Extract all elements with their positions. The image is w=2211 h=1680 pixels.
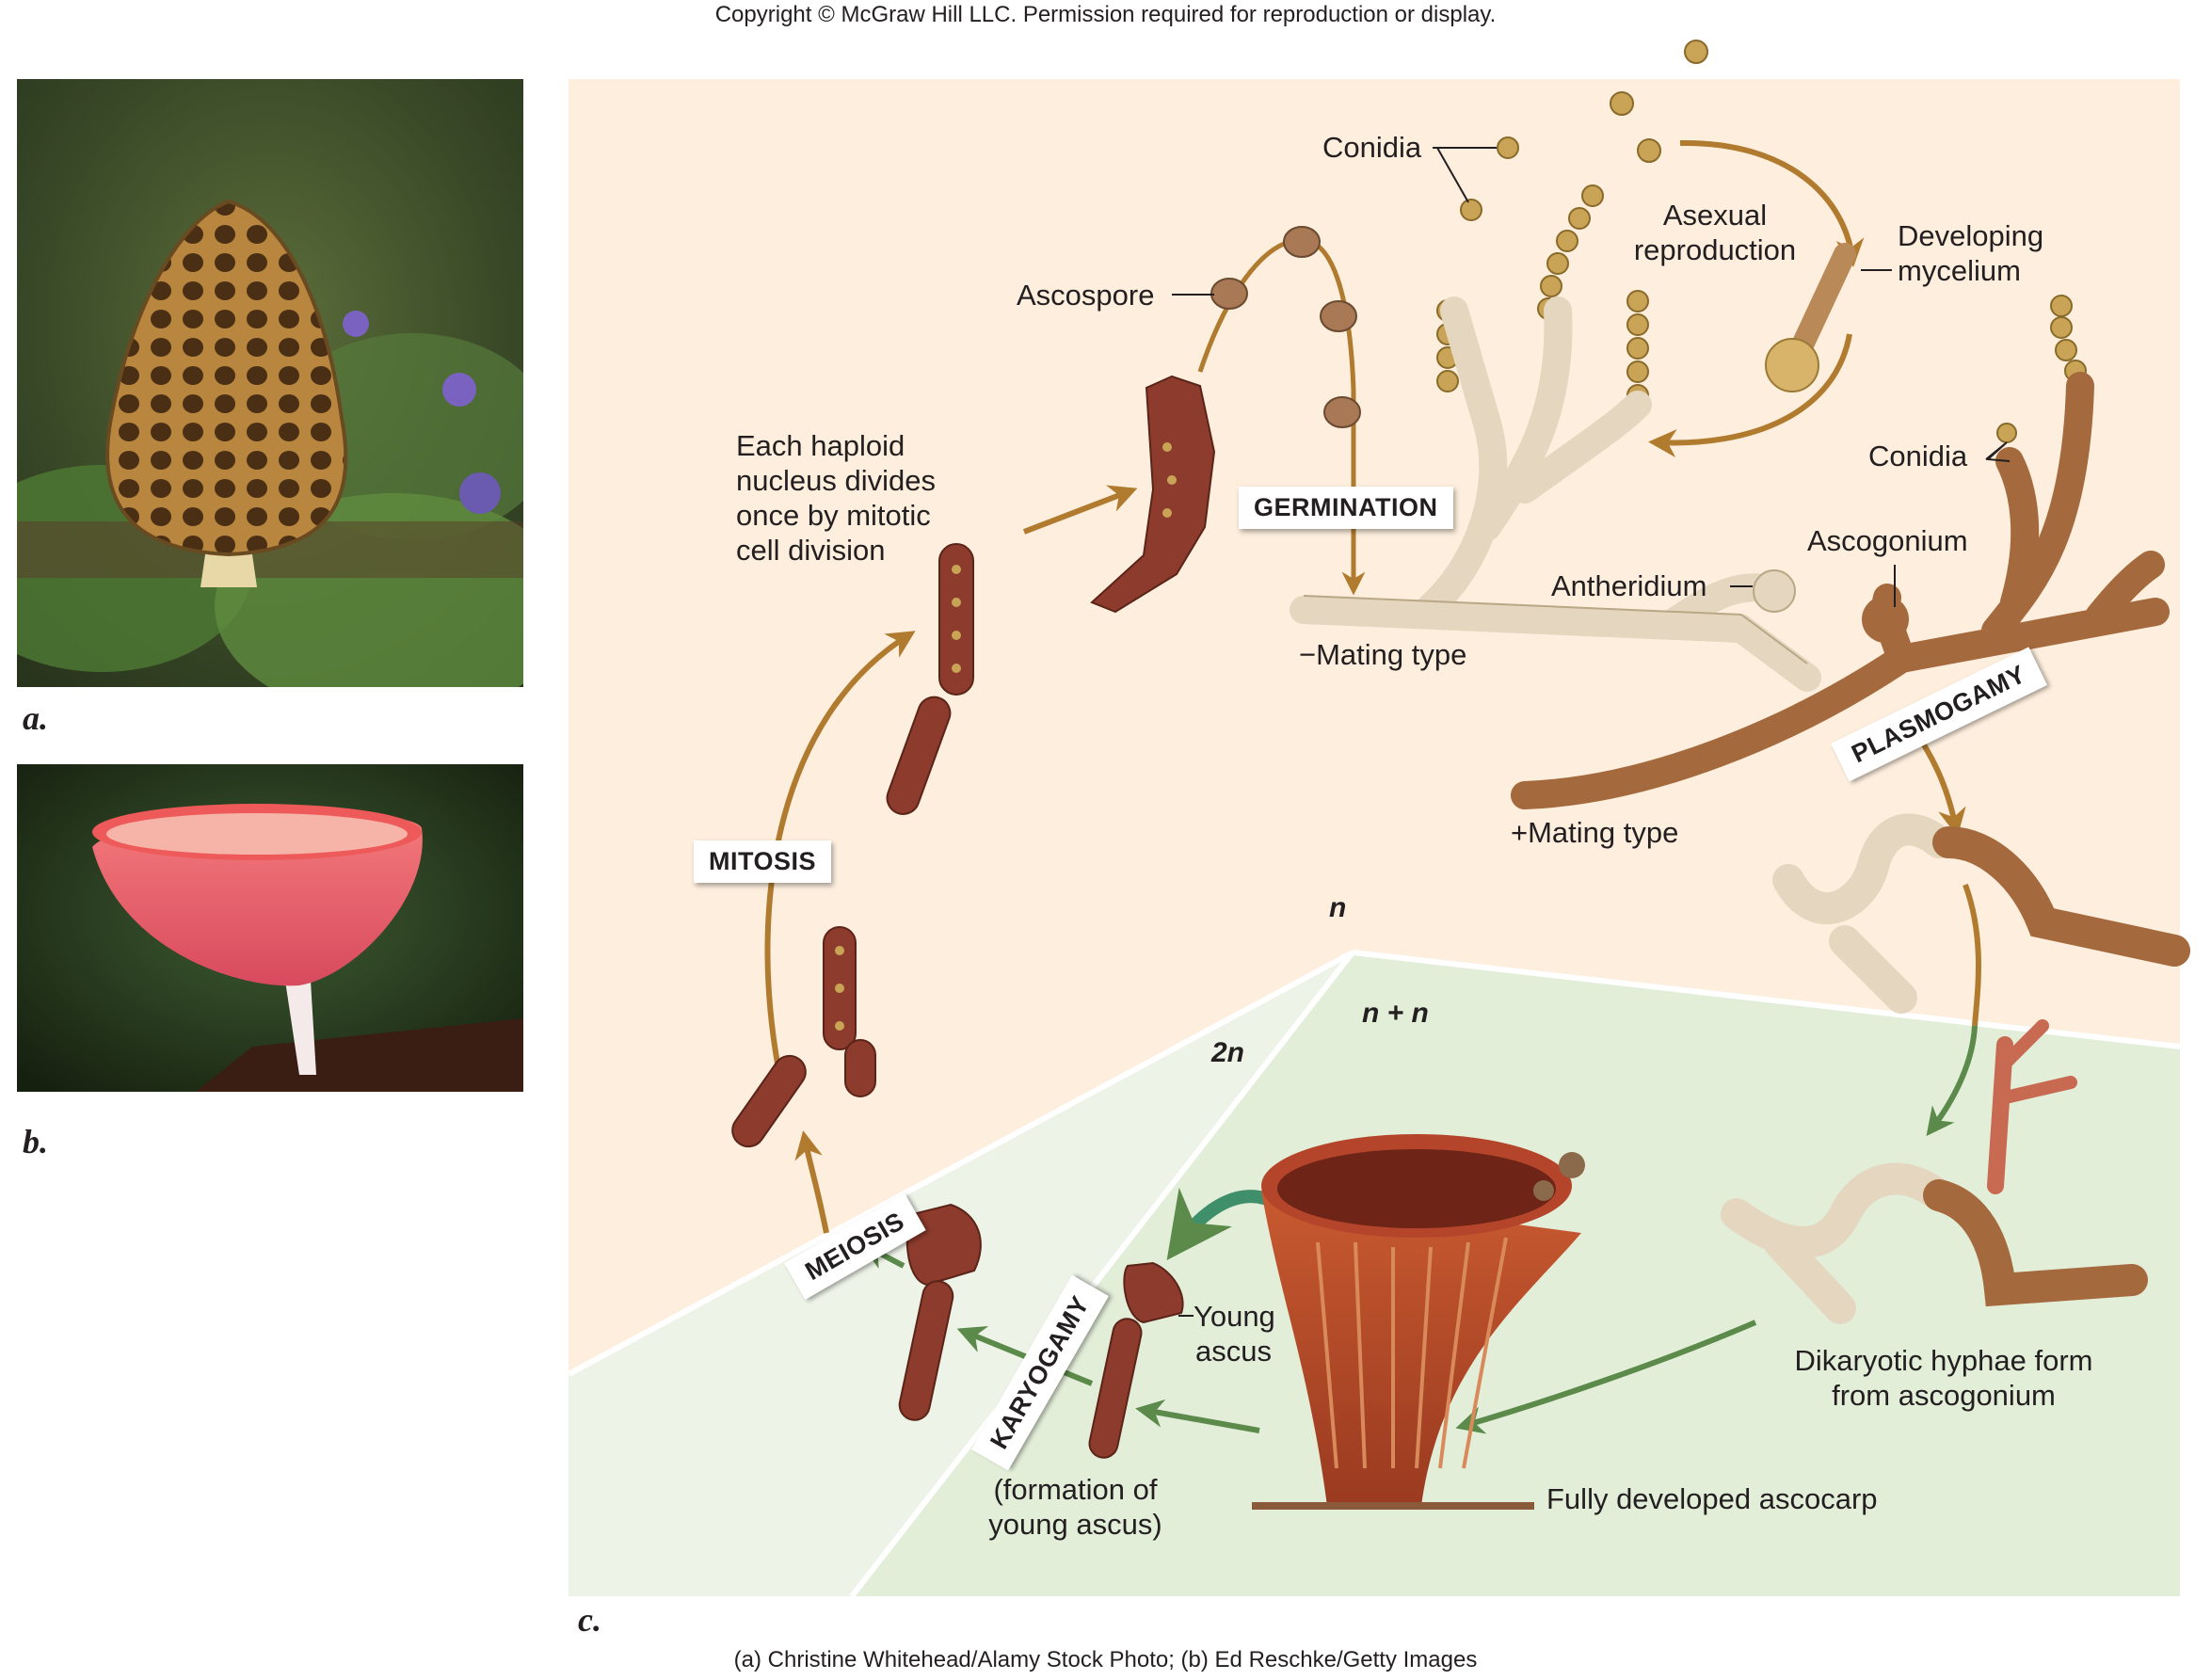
label-ascospore: Ascospore	[1017, 279, 1155, 312]
arrow-asexual-return	[1648, 333, 1852, 458]
leader-lines	[1172, 147, 2011, 1317]
label-young-ascus-line-1: Young	[1194, 1300, 1275, 1333]
label-asexual-line-2: reproduction	[1633, 233, 1797, 266]
label-haploid-line-4: cell division	[736, 534, 886, 567]
label-formation-line-1: (formation of	[993, 1473, 1158, 1506]
label-formation-line-2: young ascus)	[988, 1508, 1162, 1541]
label-ascogonium: Ascogonium	[1807, 524, 1968, 557]
arrow-to-ascocarp	[1455, 1320, 1757, 1434]
label-asexual-reproduction: Asexual reproduction	[1611, 198, 1818, 267]
antheridium-shape	[1753, 569, 1796, 613]
panel-letter-c: c.	[578, 1601, 601, 1639]
label-developing-mycelium: Developing mycelium	[1898, 218, 2043, 288]
label-dikaryotic-line-2: from ascogonium	[1832, 1379, 2056, 1412]
arrow-asexual	[1679, 139, 1865, 267]
ascospores-in-asci	[835, 442, 1177, 1031]
plus-mating-mycelium	[1511, 372, 2170, 809]
cup-fungus-photo	[17, 764, 523, 1092]
label-fully-developed-ascocarp: Fully developed ascocarp	[1546, 1482, 1878, 1515]
ascogonium-shape	[1862, 596, 1909, 643]
label-haploid-line-2: nucleus divides	[736, 464, 936, 497]
morel-photo	[17, 79, 523, 687]
label-antheridium: Antheridium	[1551, 569, 1707, 602]
label-young-ascus: Young ascus	[1194, 1299, 1275, 1368]
stage-mitosis: MITOSIS	[694, 840, 832, 883]
label-asexual-line-1: Asexual	[1662, 199, 1768, 232]
label-conidia-right: Conidia	[1868, 440, 1968, 472]
stage-germination: GERMINATION	[1239, 487, 1453, 529]
dikaryotic-hyphae	[1721, 1019, 2148, 1324]
arrow-ascocarp-to-ascus	[1135, 1399, 1260, 1433]
arrow-to-ascus	[1022, 485, 1138, 535]
label-conidia-top: Conidia	[1322, 131, 1422, 164]
label-dikaryotic-line-1: Dikaryotic hyphae form	[1794, 1344, 2093, 1377]
panel-letter-a: a.	[23, 699, 48, 737]
plasmogamy-hyphae	[1772, 813, 2190, 1014]
label-developing-line-1: Developing	[1898, 219, 2044, 252]
label-haploid-division: Each haploid nucleus divides once by mit…	[736, 428, 936, 568]
arrow-plasmogamy-down	[1963, 883, 1981, 1027]
panel-letter-b: b.	[23, 1123, 48, 1160]
minus-mating-mycelium	[1290, 296, 1821, 692]
label-developing-line-2: mycelium	[1898, 254, 2021, 287]
label-dikaryotic-hyphae: Dikaryotic hyphae form from ascogonium	[1770, 1343, 2118, 1413]
ploidy-n: n	[1329, 892, 1347, 923]
label-haploid-line-3: once by mitotic	[736, 499, 931, 532]
label-young-ascus-line-2: ascus	[1195, 1335, 1272, 1368]
photo-credit: (a) Christine Whitehead/Alamy Stock Phot…	[733, 1647, 1478, 1672]
arrow-meiosis	[794, 1130, 829, 1234]
label-minus-mating-type: −Mating type	[1299, 638, 1467, 671]
copyright-notice: Copyright © McGraw Hill LLC. Permission …	[714, 2, 1497, 27]
arrow-to-dikaryon	[1926, 1025, 1978, 1137]
developing-mycelium	[1765, 243, 1856, 392]
arrow-mitosis	[764, 631, 916, 1064]
ascocarp-shape	[1252, 1134, 1585, 1510]
label-plus-mating-type: +Mating type	[1511, 816, 1679, 849]
ploidy-n-plus-n: n + n	[1362, 998, 1429, 1029]
ploidy-2n: 2n	[1211, 1037, 1245, 1068]
label-formation-young-ascus: (formation of young ascus)	[969, 1472, 1181, 1542]
ascospores	[1210, 226, 1361, 428]
label-haploid-line-1: Each haploid	[736, 429, 905, 462]
minus-mating-outline	[1303, 595, 1808, 664]
